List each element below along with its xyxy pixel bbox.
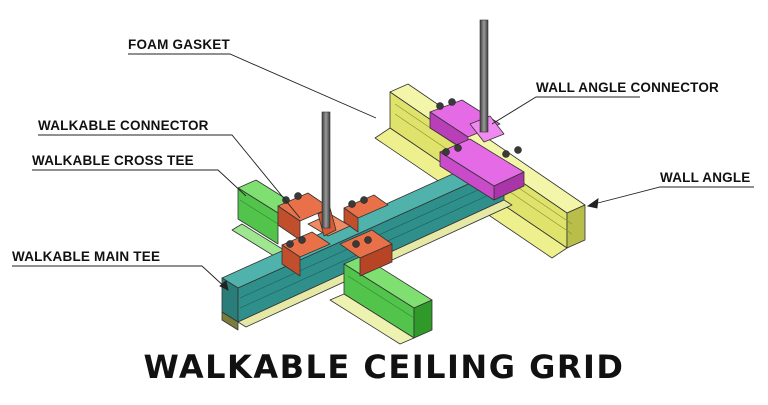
wall-angle-connector [429,99,525,201]
walkable-cross-tee-front [329,255,433,345]
rod-left [321,111,331,229]
label-foam-gasket: FOAM GASKET [128,37,230,52]
label-walkable-cross-tee: WALKABLE CROSS TEE [32,153,194,168]
rod-right [479,19,489,133]
diagram-title: WALKABLE CEILING GRID [143,348,625,386]
label-wall-angle: WALL ANGLE [660,170,751,185]
label-walkable-connector: WALKABLE CONNECTOR [38,118,209,133]
leader-lines [12,53,754,291]
threaded-rods [321,19,489,229]
label-wall-angle-connector: WALL ANGLE CONNECTOR [536,80,720,95]
bolts [282,98,522,248]
label-walkable-main-tee: WALKABLE MAIN TEE [12,249,161,264]
